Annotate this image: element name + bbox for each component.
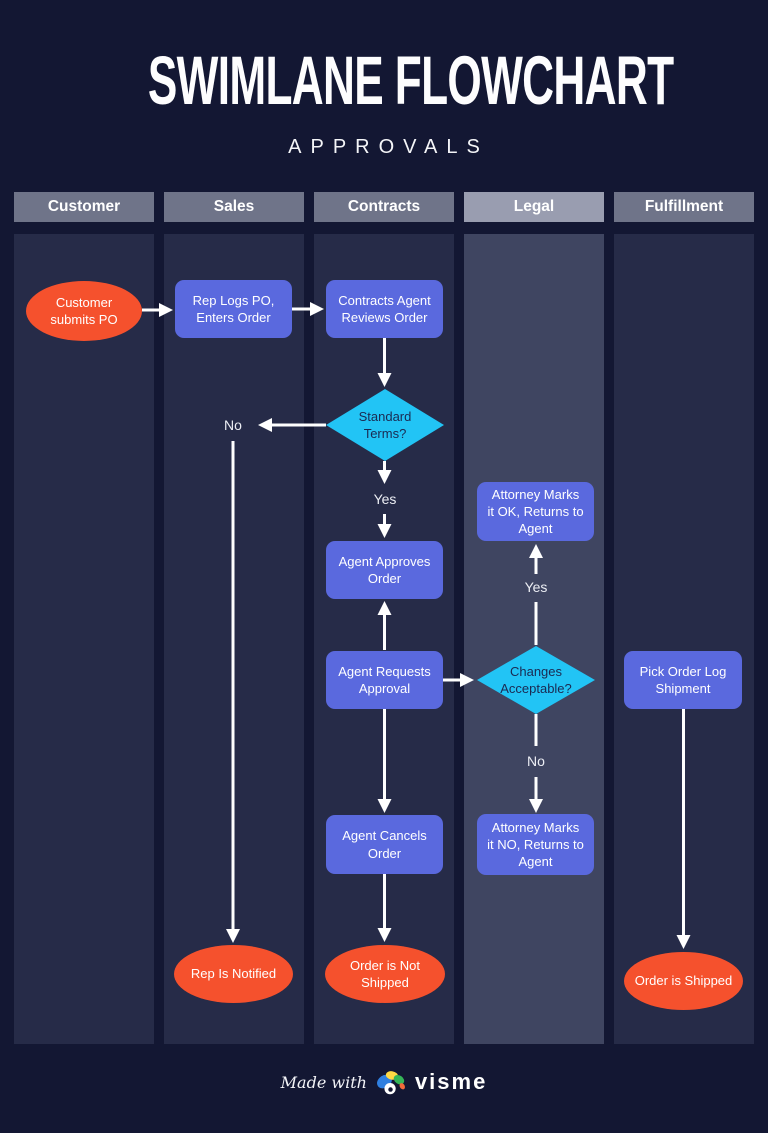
node-agent-cancels-order: Agent Cancels Order: [326, 815, 443, 874]
visme-wordmark: visme: [414, 1069, 488, 1094]
node-rep-is-notified: Rep Is Notified: [174, 945, 293, 1003]
lane-fulfillment: [614, 234, 754, 1044]
node-order-is-shipped: Order is Shipped: [624, 952, 743, 1010]
lane-legal: [464, 234, 604, 1044]
node-attorney-marks-no: Attorney Marks it NO, Returns to Agent: [477, 814, 594, 875]
lane-sales: [164, 234, 304, 1044]
lane-header-contracts: Contracts: [314, 192, 454, 222]
node-order-is-not-shipped: Order is Not Shipped: [325, 945, 445, 1003]
lane-header-customer: Customer: [14, 192, 154, 222]
node-contracts-agent-reviews: Contracts Agent Reviews Order: [326, 280, 443, 338]
node-agent-approves-order: Agent Approves Order: [326, 541, 443, 599]
visme-attribution-link[interactable]: Made with visme: [0, 1064, 768, 1100]
lane-header-sales: Sales: [164, 192, 304, 222]
visme-logo-icon: [376, 1070, 405, 1094]
edge-label-no: No: [527, 753, 545, 769]
made-with-text: Made with: [280, 1072, 367, 1092]
lane-header-fulfillment: Fulfillment: [614, 192, 754, 222]
node-rep-logs-po: Rep Logs PO, Enters Order: [175, 280, 292, 338]
edge-label-yes: Yes: [524, 579, 548, 595]
lane-contracts: [314, 234, 454, 1044]
title-text: SWIMLANE FLOWCHART: [147, 42, 674, 119]
node-customer-submits-po: Customer submits PO: [26, 281, 142, 341]
lane-customer: [14, 234, 154, 1044]
lane-header-legal: Legal: [464, 192, 604, 222]
node-attorney-marks-ok: Attorney Marks it OK, Returns to Agent: [477, 482, 594, 541]
page-subtitle: APPROVALS: [288, 136, 489, 158]
node-agent-requests-approval: Agent Requests Approval: [326, 651, 443, 709]
edge-label-yes: Yes: [373, 491, 397, 507]
node-pick-order-log-shipment: Pick Order Log Shipment: [624, 651, 742, 709]
page-title: SWIMLANE FLOWCHART: [0, 42, 768, 119]
edge-label-no: No: [224, 417, 242, 433]
